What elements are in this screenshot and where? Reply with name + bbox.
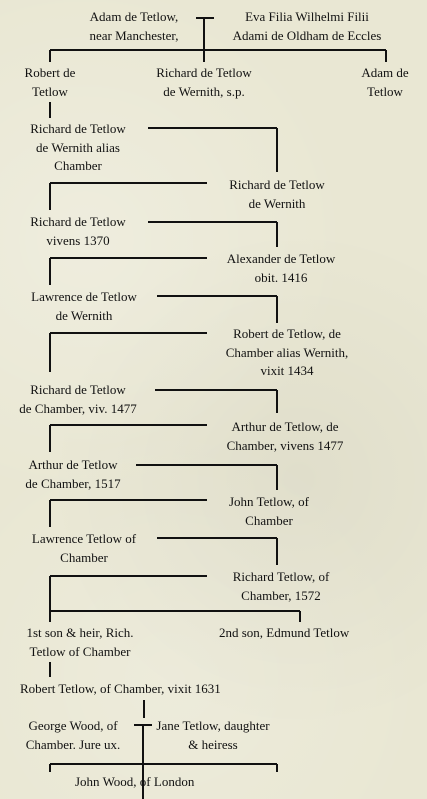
person-robert-de-tetlow: Robert de Tetlow <box>24 65 76 99</box>
person-richard-1572: Richard Tetlow, of Chamber, 1572 <box>232 569 330 603</box>
person-adam-de-tetlow: Adam de Tetlow, near Manchester, <box>89 9 179 43</box>
person-arthur-1517: Arthur de Tetlow de Chamber, 1517 <box>25 457 121 491</box>
person-richard-wernith-sp: Richard de Tetlow de Wernith, s.p. <box>156 65 252 99</box>
person-richard-alias-chamber: Richard de Tetlow de Wernith alias Chamb… <box>30 121 126 173</box>
person-robert-1631: Robert Tetlow, of Chamber, vixit 1631 <box>20 681 221 696</box>
person-arthur-1477: Arthur de Tetlow, de Chamber, vivens 147… <box>226 419 344 453</box>
person-john-wood: John Wood, of London <box>75 774 195 789</box>
person-richard-de-wernith: Richard de Tetlow de Wernith <box>229 177 325 211</box>
person-lawrence-chamber: Lawrence Tetlow of Chamber <box>31 531 137 565</box>
person-second-son: 2nd son, Edmund Tetlow <box>219 625 350 640</box>
person-first-son: 1st son & heir, Rich. Tetlow of Chamber <box>26 625 134 659</box>
person-adam-son: Adam de Tetlow <box>361 65 409 99</box>
person-alexander: Alexander de Tetlow obit. 1416 <box>226 251 336 285</box>
person-eva: Eva Filia Wilhelmi Filii Adami de Oldham… <box>232 9 382 43</box>
person-lawrence-de-wernith: Lawrence de Tetlow de Wernith <box>31 289 137 323</box>
person-richard-1370: Richard de Tetlow vivens 1370 <box>30 214 126 248</box>
person-george-wood: George Wood, of Chamber. Jure ux. <box>25 718 121 752</box>
person-john-tetlow: John Tetlow, of Chamber <box>229 494 309 528</box>
person-richard-1477: Richard de Tetlow de Chamber, viv. 1477 <box>19 382 137 416</box>
person-jane-tetlow: Jane Tetlow, daughter & heiress <box>156 718 270 752</box>
person-robert-1434: Robert de Tetlow, de Chamber alias Werni… <box>225 326 349 378</box>
